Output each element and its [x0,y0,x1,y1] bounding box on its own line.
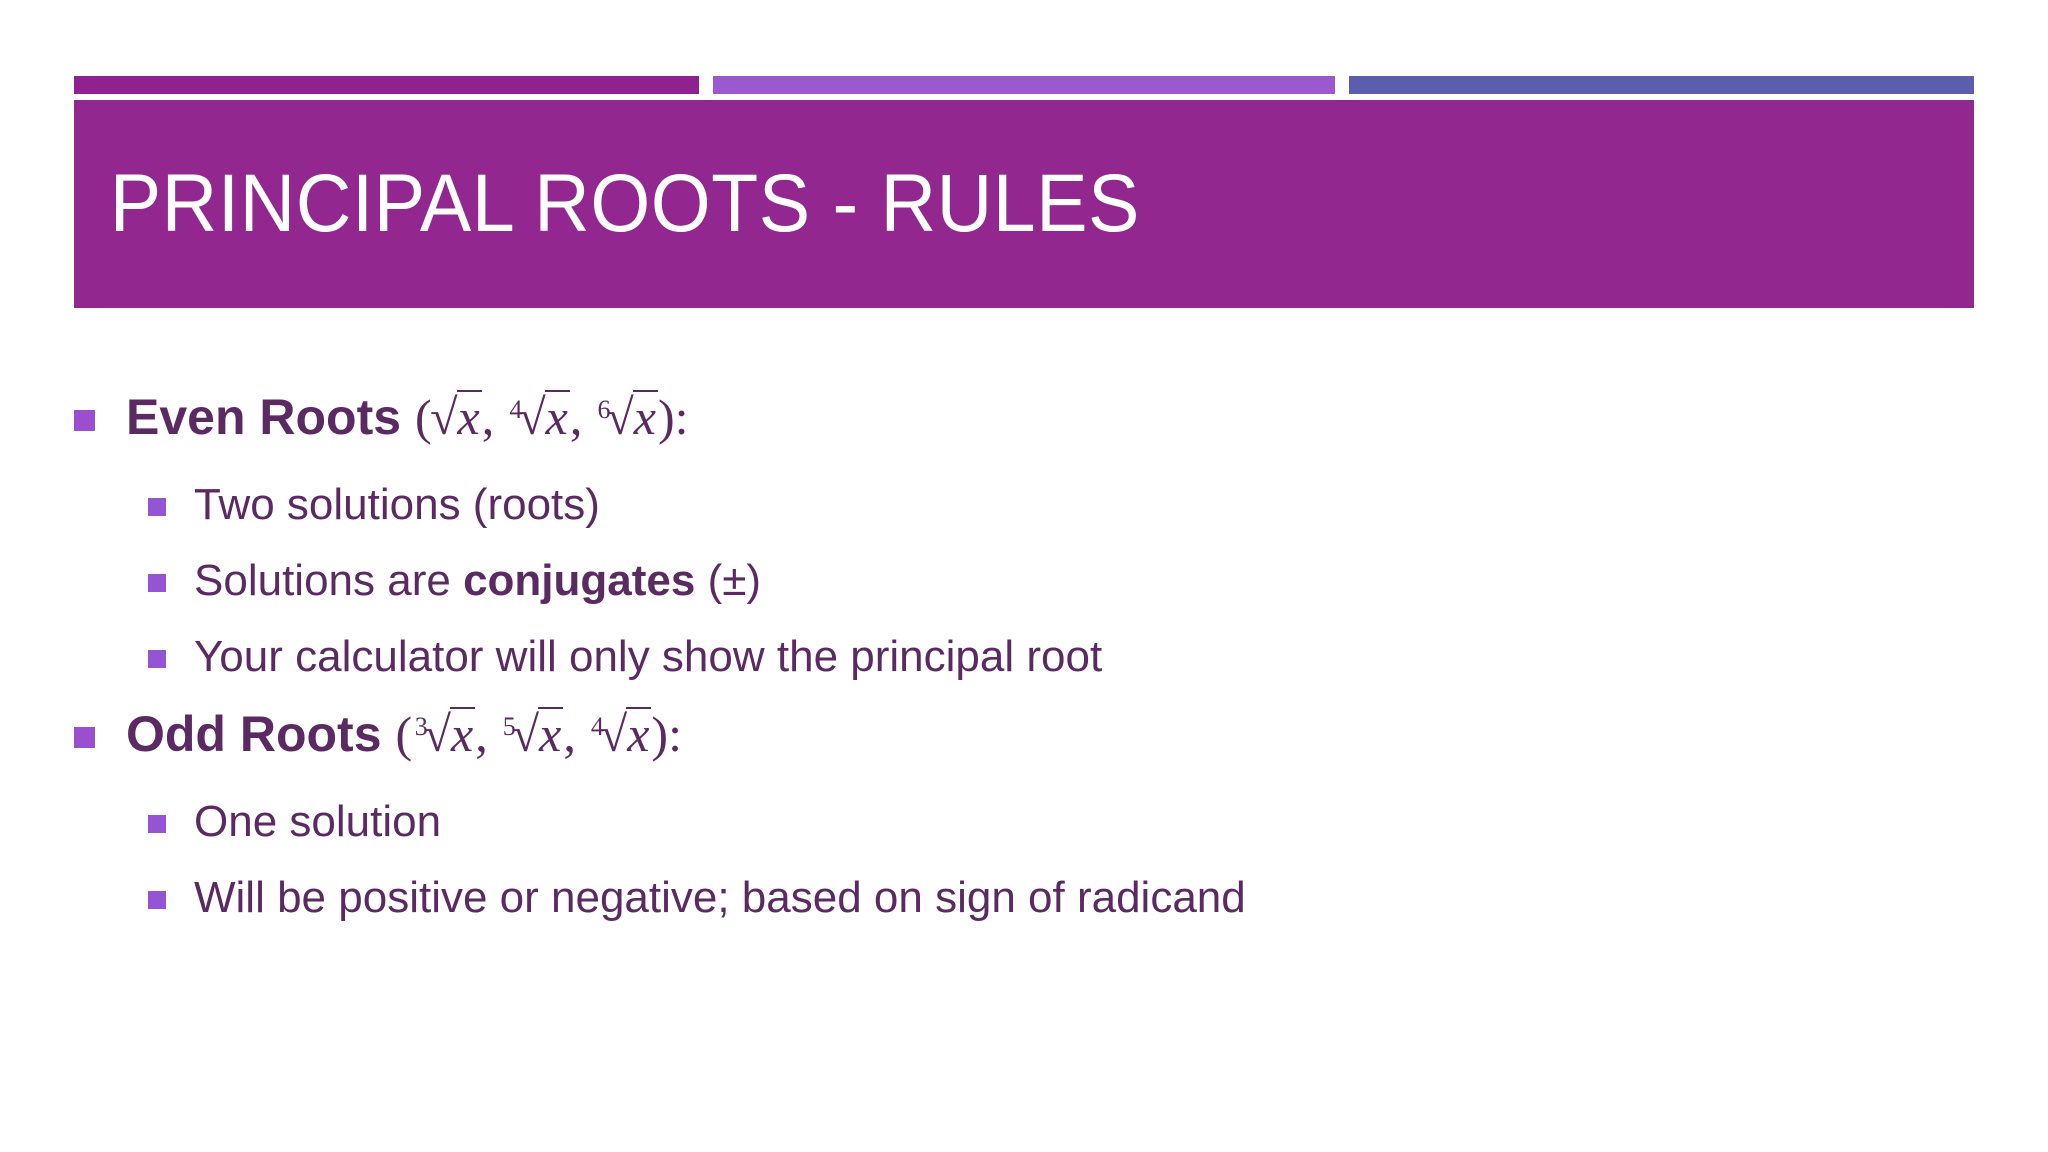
bullet-one-solution: One solution [148,786,1974,858]
bullet-sign-of-radicand: Will be positive or negative; based on s… [148,862,1974,934]
radical-4th-root-x-odd: 4√x [588,697,652,780]
bullet-odd-roots-text: Odd Roots (3√x, 5√x, 4√x): [126,697,682,780]
radical-sign-icon: √ [423,706,451,762]
conjugates-suffix: (±) [695,556,762,605]
radicand: x [544,389,570,445]
odd-roots-colon: : [668,706,682,762]
radicand: x [626,706,652,762]
radical-sqrt-x: √x [430,380,482,463]
accent-bar-indigo [1349,76,1974,94]
radical-sign-icon: √ [518,389,546,445]
separator-2: , [563,706,589,762]
radical-6th-root-x: 6√x [595,380,658,463]
bullet-conjugates: Solutions are conjugates (±) [148,545,1974,617]
radical-5th-root-x: 5√x [500,697,564,780]
bullet-square-icon [148,498,166,516]
bullet-conjugates-text: Solutions are conjugates (±) [194,545,761,617]
radicand: x [538,706,564,762]
radical-index: 4 [590,712,604,742]
radical-sign-icon: √ [511,706,540,762]
radical-sign-icon: √ [606,389,634,445]
odd-roots-open-paren: ( [395,706,413,762]
radical-index: 5 [502,712,516,742]
radical-index: 4 [509,395,523,425]
bullet-square-icon [148,891,166,909]
bullet-square-icon [148,650,166,668]
bullet-one-solution-text: One solution [194,797,442,846]
bullet-two-solutions-text: Two solutions (roots) [194,480,600,529]
even-roots-label: Even Roots [126,389,402,445]
radicand: x [632,389,658,445]
radical-sign-icon: √ [430,389,458,445]
bullet-two-solutions: Two solutions (roots) [148,469,1974,541]
accent-bar-strip [0,76,2048,94]
bullet-even-roots: Even Roots (√x, 4√x, 6√x): [74,380,1974,463]
radical-index: 3 [414,712,428,742]
slide-body: Even Roots (√x, 4√x, 6√x): Two solutions… [74,380,1974,938]
radical-sign-icon: √ [599,706,628,762]
even-roots-open-paren: ( [414,389,432,445]
title-banner: PRINCIPAL ROOTS - RULES [74,100,1974,308]
radicand: x [450,706,476,762]
bullet-calculator-principal-root-text: Your calculator will only show the princ… [194,632,1103,681]
conjugates-keyword: conjugates [463,556,696,605]
separator-1: , [475,706,501,762]
bullet-sign-of-radicand-text: Will be positive or negative; based on s… [194,873,1246,922]
page-title: PRINCIPAL ROOTS - RULES [109,158,1140,249]
bullet-even-roots-text: Even Roots (√x, 4√x, 6√x): [126,380,689,463]
bullet-square-icon [148,574,166,592]
accent-bar-light-purple [713,76,1335,94]
bullet-square-icon [74,727,95,748]
even-roots-colon: : [674,389,689,445]
bullet-calculator-principal-root: Your calculator will only show the princ… [148,621,1974,693]
accent-bar-dark-purple [74,76,699,94]
bullet-square-icon [74,410,95,431]
even-roots-close-paren: ) [657,389,675,445]
radical-4th-root-x: 4√x [507,380,570,463]
separator-2: , [569,389,595,445]
bullet-odd-roots: Odd Roots (3√x, 5√x, 4√x): [74,697,1974,780]
radical-cube-root-x: 3√x [412,697,476,780]
bullet-square-icon [148,815,166,833]
radical-index: 6 [597,395,611,425]
separator-1: , [481,389,507,445]
odd-roots-close-paren: ) [651,706,669,762]
odd-roots-label: Odd Roots [126,706,382,762]
conjugates-prefix: Solutions are [194,556,464,605]
radicand: x [456,389,482,445]
